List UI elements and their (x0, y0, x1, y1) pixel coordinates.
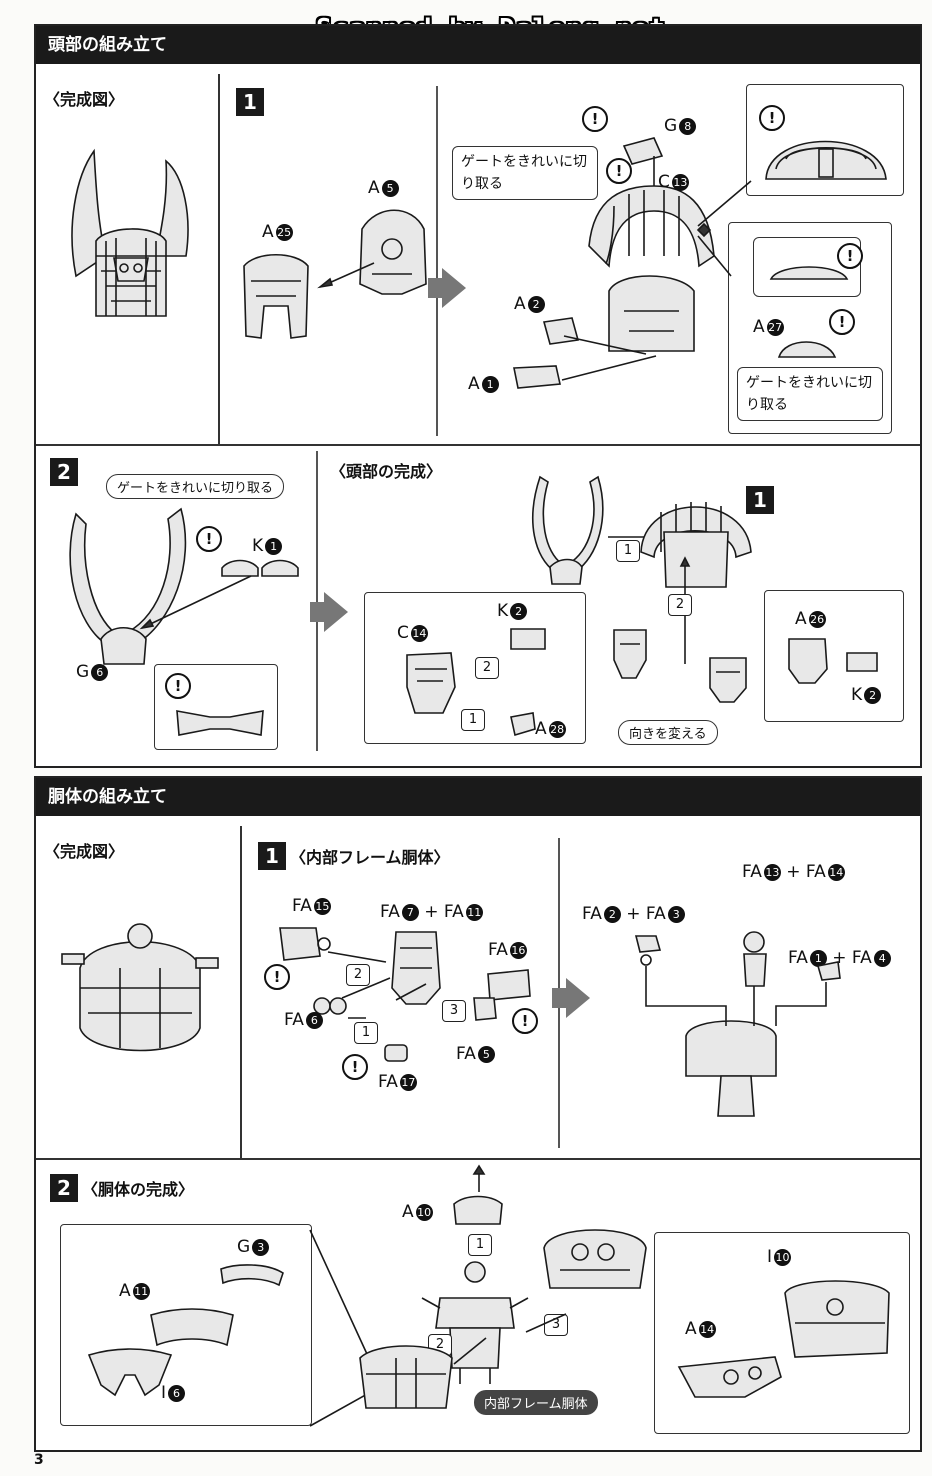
head-crest-detail-illustration (765, 140, 887, 180)
head-step2-horns-illustration (69, 507, 187, 665)
caution-icon: ! (837, 243, 863, 269)
body-section-title: 胴体の組み立て (36, 778, 920, 816)
body-completed-illustration (61, 923, 219, 1052)
head-face-front-illustration (613, 629, 647, 679)
head-order-2b: 2 (475, 657, 499, 679)
head-turn-around-label: 向きを変える (618, 720, 718, 745)
body-step1-flow-arrow (566, 978, 590, 1018)
caution-icon: ! (196, 526, 222, 552)
body-frame-core-illustration (391, 931, 441, 1005)
head-face-c14-illustration (406, 652, 456, 714)
body-inner-frame-illustration (421, 1261, 529, 1384)
body-order-2: 2 (346, 964, 370, 986)
caution-icon: ! (512, 1008, 538, 1034)
head-complete-title: 〈頭部の完成〉 (330, 462, 443, 481)
head-part-k1-illustration (221, 559, 299, 577)
head-part-a1-illustration (513, 365, 561, 389)
body-step2-title: 〈胴体の完成〉 (82, 1180, 195, 1199)
head-part-a5-illustration (359, 209, 427, 295)
head-step1-gate-callout-1: ゲートをきれいに切り取る (452, 146, 598, 200)
head-step1-gate-callout-2: ゲートをきれいに切り取る (737, 367, 883, 421)
body-order2-3: 3 (544, 1314, 568, 1336)
head-step2-gate-callout: ゲートをきれいに切り取る (106, 474, 285, 499)
caution-icon: ! (606, 158, 632, 184)
body-step2-number: 2 (50, 1174, 78, 1202)
head-face-rear-illustration (709, 657, 747, 703)
body-order2-1: 1 (468, 1234, 492, 1256)
head-step2-number: 2 (50, 458, 78, 486)
head-ref-step1: 1 (746, 486, 774, 514)
caution-icon: ! (759, 105, 785, 131)
head-detail-panel-top: ! (746, 84, 904, 196)
page-number: 3 (34, 1452, 44, 1468)
head-step2-flow-arrow (324, 592, 348, 632)
caution-icon: ! (165, 673, 191, 699)
caution-icon: ! (582, 106, 608, 132)
head-step2-detail-panel: ! (154, 664, 278, 750)
body-frame-assembly-illustration (634, 931, 841, 1117)
body-order-3: 3 (442, 1000, 466, 1022)
head-complete-helmet-illustration (640, 502, 752, 588)
head-order-1b: 1 (461, 709, 485, 731)
head-section-title: 頭部の組み立て (36, 26, 920, 64)
head-completed-view-title: 〈完成図〉 (44, 90, 125, 109)
head-completed-illustration (71, 148, 189, 317)
body-inner-frame-label: 内部フレーム胴体 (474, 1390, 598, 1415)
body-order-1: 1 (354, 1022, 378, 1044)
caution-icon: ! (264, 964, 290, 990)
body-chest-armor-illustration (543, 1229, 647, 1289)
body-step1-number: 1 (258, 842, 286, 870)
head-step1-number: 1 (236, 88, 264, 116)
caution-icon: ! (342, 1054, 368, 1080)
head-step1-flow-arrow (442, 268, 466, 308)
caution-icon: ! (829, 309, 855, 335)
head-order-1a: 1 (616, 540, 640, 562)
body-part-a10-illustration (453, 1195, 503, 1225)
head-order-2a: 2 (668, 594, 692, 616)
body-step1-title: 〈内部フレーム胴体〉 (290, 848, 450, 867)
head-complete-horns-illustration (532, 475, 604, 585)
body-waist-armor-illustration (359, 1345, 453, 1409)
head-step1-assembly-illustration (588, 137, 715, 352)
body-completed-view-title: 〈完成図〉 (44, 842, 125, 861)
head-part-a25-illustration (243, 254, 309, 339)
